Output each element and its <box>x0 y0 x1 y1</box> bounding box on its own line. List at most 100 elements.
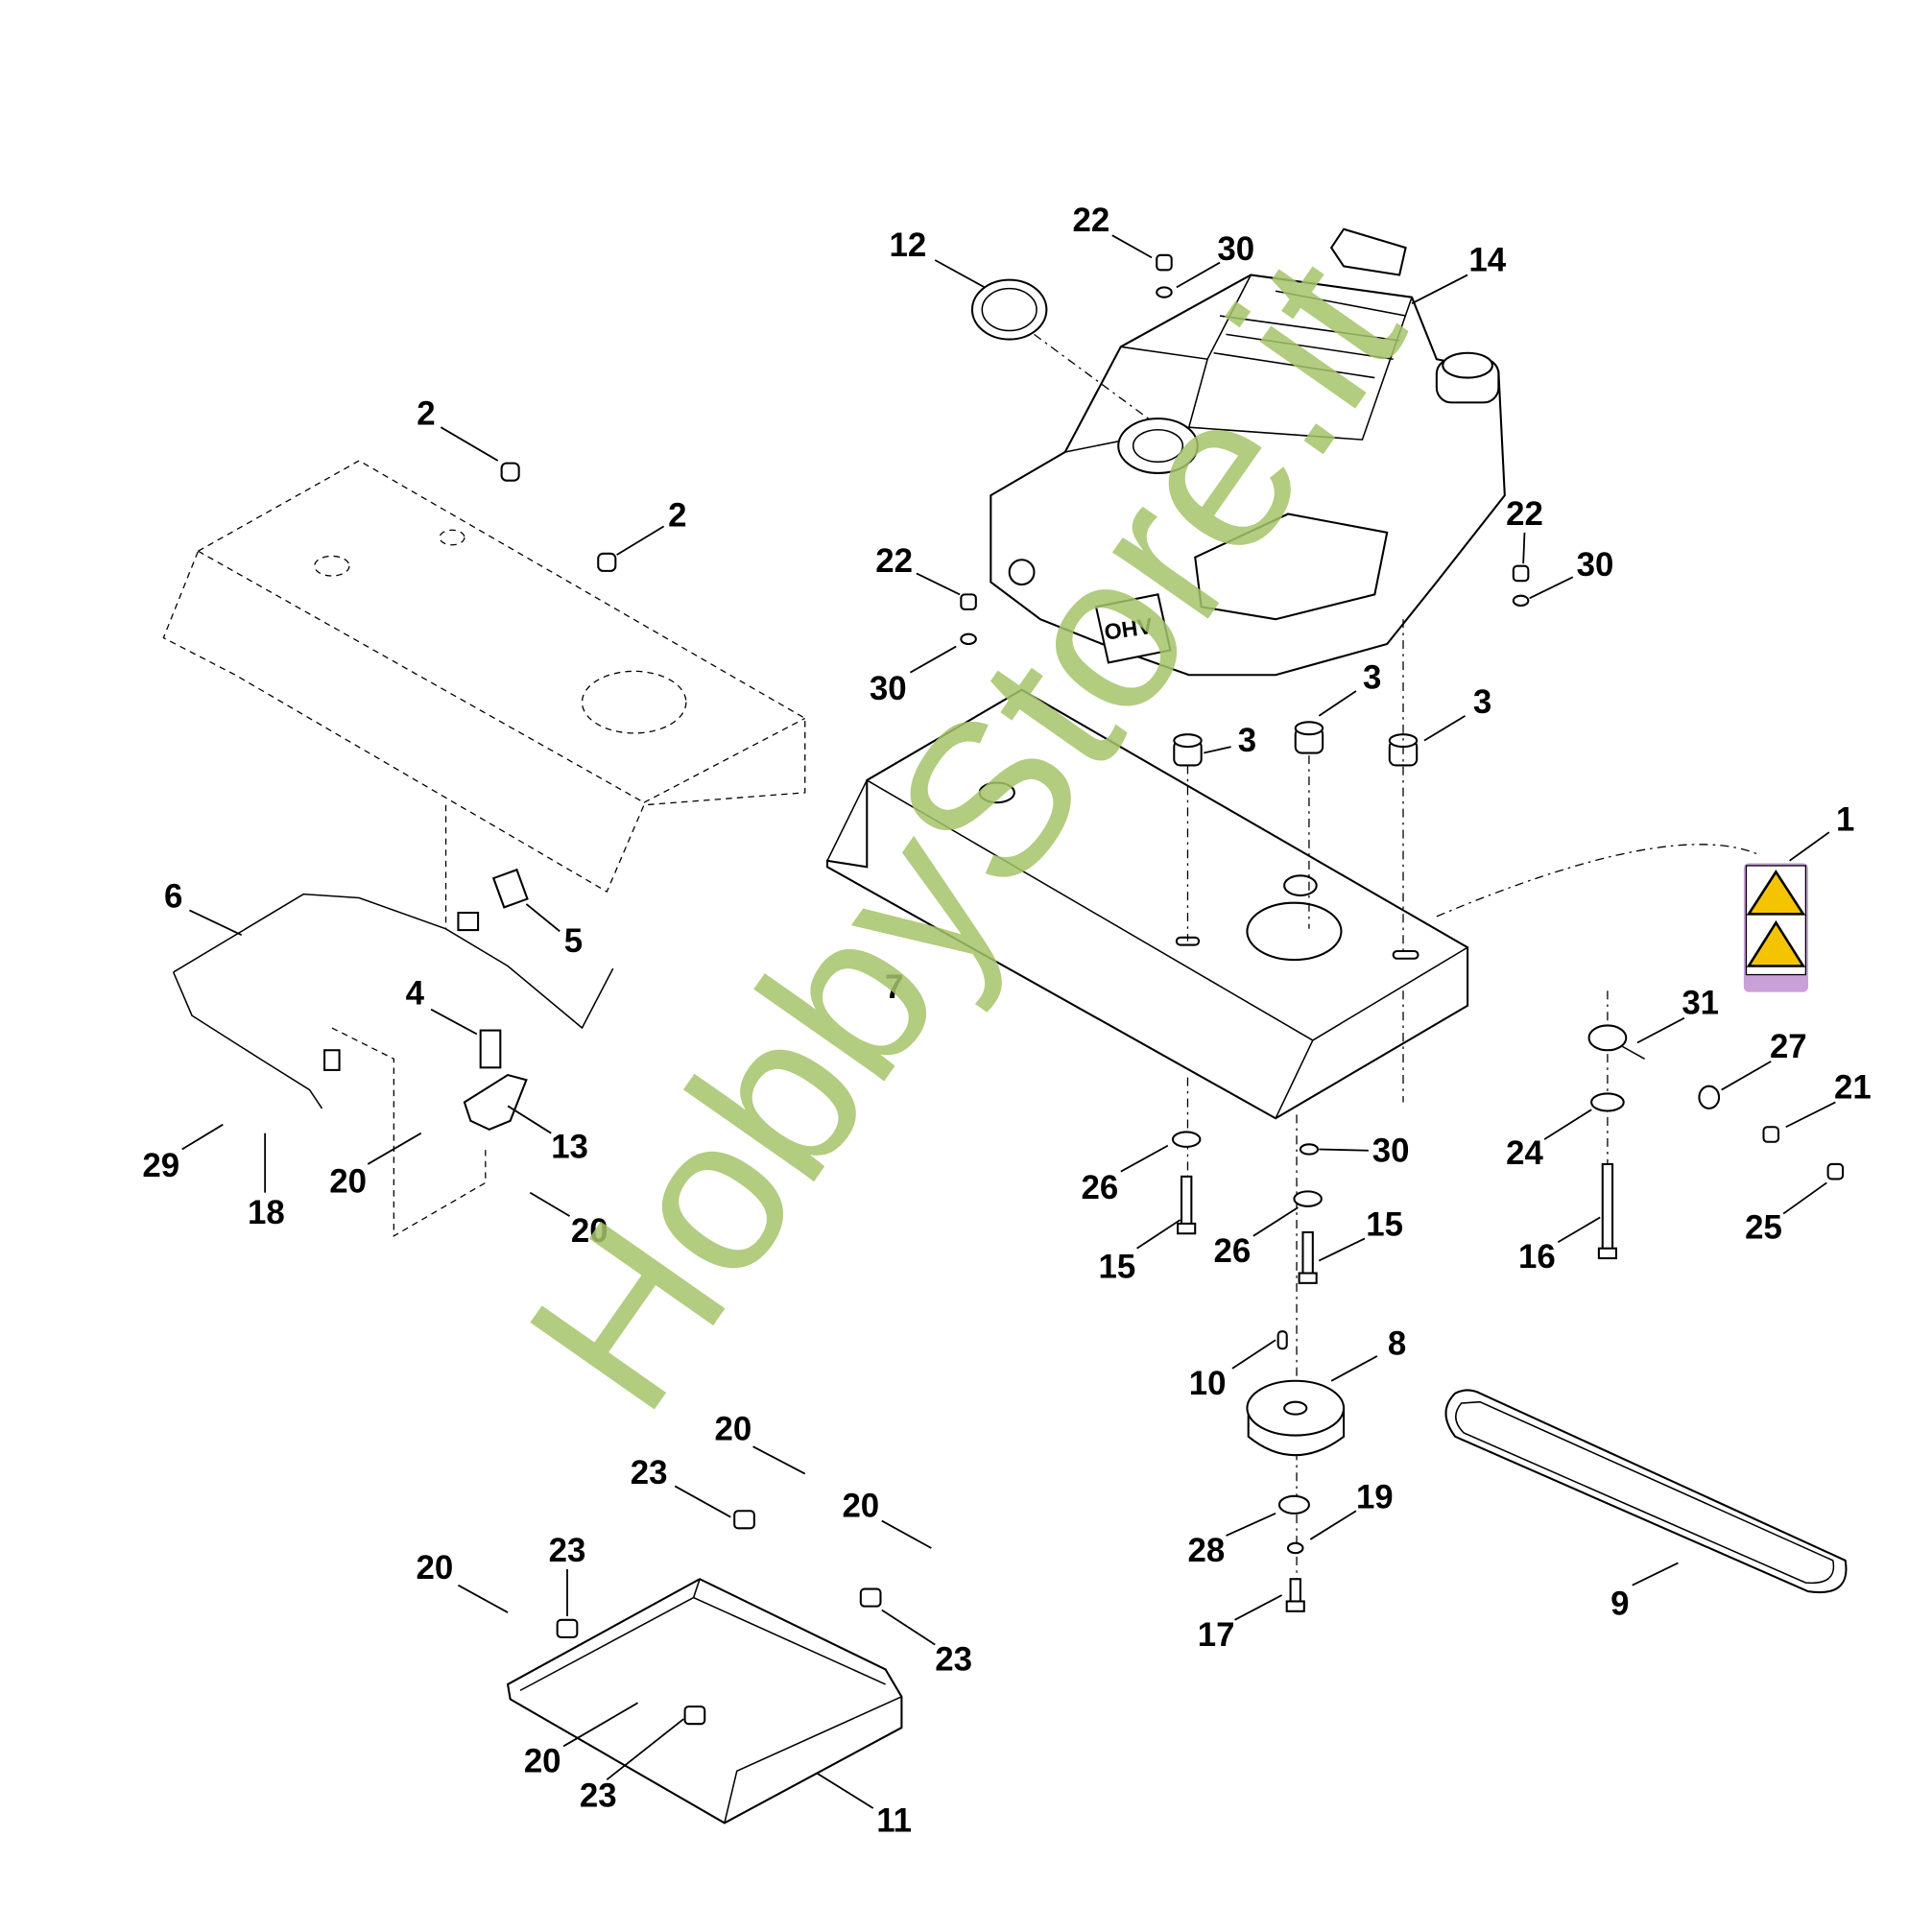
callout-3: 3 <box>1473 683 1491 721</box>
leader-line <box>616 525 665 556</box>
callout-31: 31 <box>1682 985 1719 1022</box>
leader-line <box>606 1718 684 1780</box>
callout-20: 20 <box>842 1488 879 1525</box>
pulley <box>1246 1330 1346 1457</box>
leader-line <box>440 426 499 462</box>
chassis-cover-ghost <box>162 460 806 894</box>
callout-26: 26 <box>1081 1169 1118 1206</box>
leader-line <box>1318 690 1357 717</box>
leader-line <box>1782 1181 1827 1215</box>
leader-line <box>881 1609 936 1646</box>
wiring-harness <box>172 893 614 1109</box>
switch-5 <box>491 868 529 909</box>
callout-15: 15 <box>1366 1206 1403 1244</box>
callout-7: 7 <box>885 968 903 1006</box>
callout-20: 20 <box>715 1411 752 1448</box>
callout-16: 16 <box>1518 1238 1556 1276</box>
leader-line <box>674 1485 731 1518</box>
callout-30: 30 <box>1372 1132 1410 1169</box>
leader-line <box>507 1105 552 1134</box>
callout-24: 24 <box>1506 1134 1543 1172</box>
leader-line <box>189 909 243 937</box>
callout-13: 13 <box>551 1128 588 1165</box>
callout-19: 19 <box>1356 1479 1394 1516</box>
leader-line <box>562 1702 639 1748</box>
callout-2: 2 <box>668 496 686 534</box>
callout-23: 23 <box>580 1777 617 1815</box>
leader-line <box>1319 1148 1369 1152</box>
leader-line <box>1636 1016 1685 1044</box>
leader-line <box>1557 1216 1601 1244</box>
callout-12: 12 <box>889 227 926 264</box>
callout-18: 18 <box>248 1194 285 1231</box>
leader-line <box>752 1445 806 1475</box>
callout-20: 20 <box>524 1742 561 1779</box>
callout-23: 23 <box>549 1532 586 1569</box>
callout-9: 9 <box>1610 1586 1629 1623</box>
callout-20: 20 <box>571 1212 608 1250</box>
leader-line <box>458 1584 509 1613</box>
leader-line <box>1721 1061 1772 1091</box>
leader-line <box>1309 1510 1357 1540</box>
leader-line <box>430 1008 478 1036</box>
leader-line <box>1543 1109 1592 1140</box>
leader-line <box>881 1519 932 1549</box>
leader-line <box>1111 234 1153 259</box>
leader-line <box>1785 1101 1836 1129</box>
callout-3: 3 <box>1363 658 1381 696</box>
callout-21: 21 <box>1834 1068 1872 1106</box>
callout-22: 22 <box>1506 495 1543 533</box>
v-belt <box>1444 1389 1848 1594</box>
leader-line <box>1522 532 1526 564</box>
callout-20: 20 <box>329 1163 367 1201</box>
callout-1: 1 <box>1836 801 1854 839</box>
callout-30: 30 <box>870 670 907 707</box>
leader-line <box>1330 1355 1378 1382</box>
callout-2: 2 <box>417 394 435 432</box>
callout-10: 10 <box>1189 1365 1227 1402</box>
callout-28: 28 <box>1187 1532 1225 1569</box>
callout-8: 8 <box>1388 1325 1406 1363</box>
warning-decal <box>1436 844 1808 992</box>
leader-line <box>1226 1513 1276 1537</box>
leader-line <box>367 1132 422 1165</box>
leader-line <box>916 572 961 596</box>
engine-plate <box>825 688 1469 1120</box>
callout-20: 20 <box>417 1549 454 1586</box>
callout-labels: 1223334567891011121314151516171819202020… <box>142 202 1871 1839</box>
callout-15: 15 <box>1099 1249 1136 1286</box>
engine: OHV <box>990 227 1506 677</box>
leader-line <box>1318 1237 1366 1262</box>
callout-17: 17 <box>1198 1616 1235 1654</box>
leader-line <box>1136 1219 1181 1250</box>
callout-30: 30 <box>1577 546 1614 584</box>
callout-5: 5 <box>564 922 583 960</box>
leader-line <box>1632 1562 1679 1586</box>
leader-line <box>817 1773 874 1809</box>
leader-line <box>529 1191 571 1217</box>
leader-line <box>1423 715 1466 742</box>
leader-line <box>525 903 561 933</box>
callout-30: 30 <box>1217 230 1254 268</box>
leader-line <box>1789 831 1830 862</box>
callout-3: 3 <box>1238 722 1256 759</box>
leader-line <box>1204 746 1231 754</box>
callout-23: 23 <box>631 1454 668 1491</box>
callout-22: 22 <box>875 542 913 580</box>
leader-line <box>181 1123 224 1151</box>
fasteners <box>500 253 1845 1612</box>
leader-line <box>1120 1144 1169 1173</box>
switch-4 <box>479 1029 502 1069</box>
leader-line <box>1176 261 1221 289</box>
callout-6: 6 <box>164 878 182 916</box>
callout-22: 22 <box>1072 202 1109 239</box>
leader-line <box>1411 274 1468 304</box>
belt-guard <box>506 1510 903 1825</box>
bracket-13 <box>463 1073 528 1131</box>
leader-line <box>934 259 986 289</box>
callout-29: 29 <box>142 1147 179 1184</box>
callout-27: 27 <box>1770 1028 1807 1065</box>
spacers <box>1173 721 1419 767</box>
